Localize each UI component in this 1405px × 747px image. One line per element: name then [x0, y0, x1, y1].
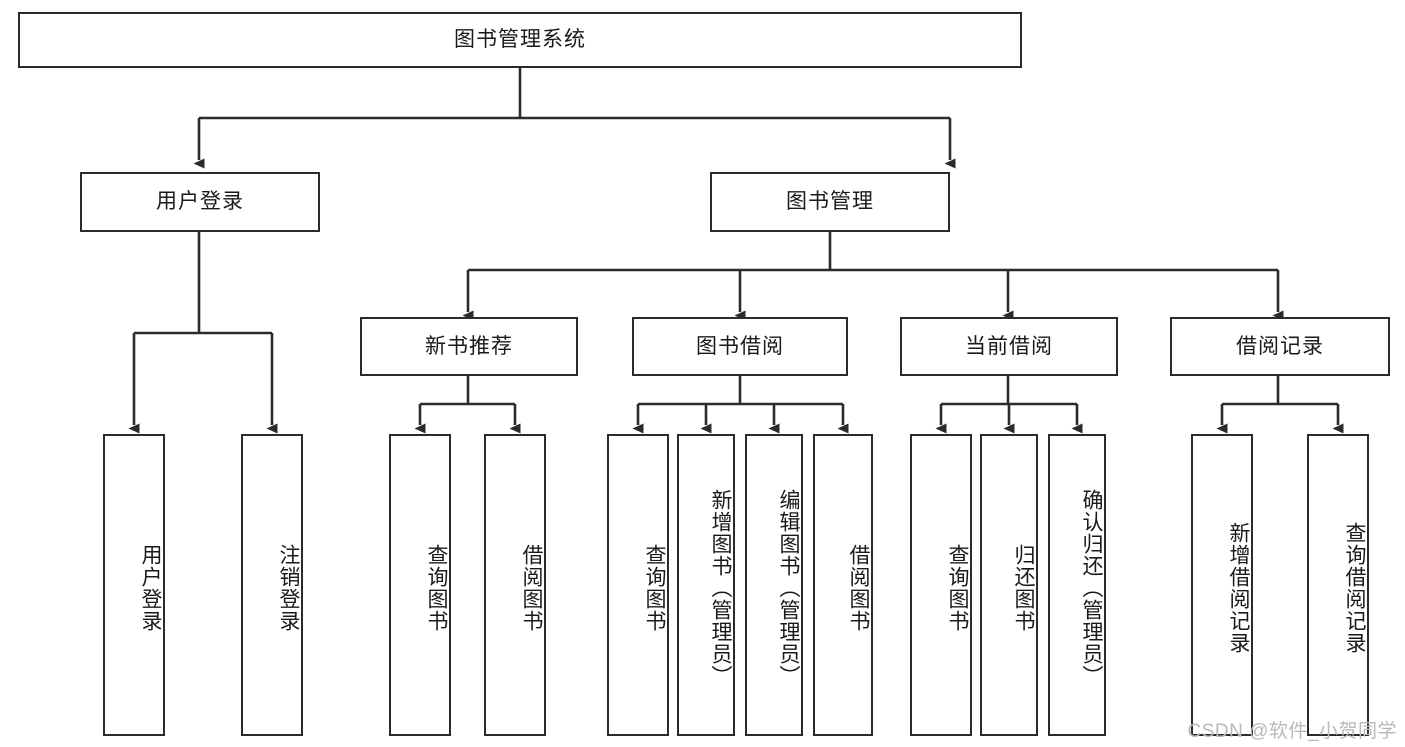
node-book-borrow[interactable]: 图书借阅 — [632, 317, 848, 376]
leaf-new-book-query[interactable]: 查询图书 — [389, 434, 451, 736]
node-root-system[interactable]: 图书管理系统 — [18, 12, 1022, 68]
node-label: 查询图书 — [643, 544, 666, 632]
node-borrow-record[interactable]: 借阅记录 — [1170, 317, 1390, 376]
node-label: 图书借阅 — [696, 334, 784, 358]
node-label: 新书推荐 — [425, 334, 513, 358]
node-label: 用户登录 — [156, 190, 244, 214]
leaf-confirm-return-admin[interactable]: 确认归还（管理员） — [1048, 434, 1106, 736]
node-label: 借阅图书 — [520, 544, 543, 632]
node-label: 注销登录 — [277, 544, 300, 632]
node-current-borrow[interactable]: 当前借阅 — [900, 317, 1118, 376]
node-label: 借阅图书 — [847, 544, 870, 632]
node-user-login[interactable]: 用户登录 — [80, 172, 320, 232]
node-label: 归还图书 — [1012, 544, 1035, 632]
leaf-add-borrow-record[interactable]: 新增借阅记录 — [1191, 434, 1253, 736]
node-label: 当前借阅 — [965, 334, 1053, 358]
node-label: 新增借阅记录 — [1227, 522, 1250, 654]
leaf-return-book[interactable]: 归还图书 — [980, 434, 1038, 736]
leaf-borrow-book[interactable]: 借阅图书 — [813, 434, 873, 736]
leaf-user-login[interactable]: 用户登录 — [103, 434, 165, 736]
leaf-edit-book-admin[interactable]: 编辑图书（管理员） — [745, 434, 803, 736]
leaf-current-query-book[interactable]: 查询图书 — [910, 434, 972, 736]
node-label: 图书管理 — [786, 190, 874, 214]
node-label: 查询图书 — [946, 544, 969, 632]
node-new-book-recommend[interactable]: 新书推荐 — [360, 317, 578, 376]
node-label: 用户登录 — [139, 544, 162, 632]
node-book-management[interactable]: 图书管理 — [710, 172, 950, 232]
csdn-watermark: CSDN @软件_小贺同学 — [1187, 721, 1397, 742]
node-label: 图书管理系统 — [454, 28, 586, 52]
node-label: 新增图书（管理员） — [709, 489, 732, 687]
node-label: 确认归还（管理员） — [1080, 489, 1103, 687]
leaf-add-book-admin[interactable]: 新增图书（管理员） — [677, 434, 735, 736]
node-label: 编辑图书（管理员） — [777, 489, 800, 687]
leaf-borrow-query-book[interactable]: 查询图书 — [607, 434, 669, 736]
node-label: 查询借阅记录 — [1343, 522, 1366, 654]
leaf-new-book-borrow[interactable]: 借阅图书 — [484, 434, 546, 736]
leaf-query-borrow-record[interactable]: 查询借阅记录 — [1307, 434, 1369, 736]
leaf-logout[interactable]: 注销登录 — [241, 434, 303, 736]
node-label: 借阅记录 — [1236, 334, 1324, 358]
node-label: 查询图书 — [425, 544, 448, 632]
